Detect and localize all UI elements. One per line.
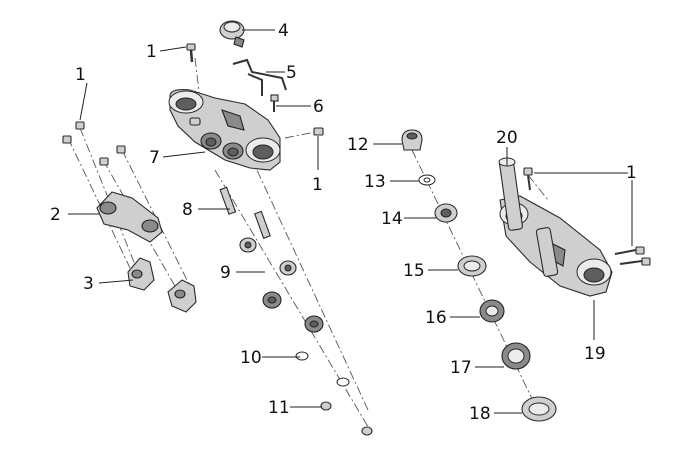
label-10: 10 [240, 348, 262, 368]
part-14-castle-nut [434, 203, 458, 223]
label-5: 5 [286, 63, 297, 83]
label-20: 20 [496, 128, 518, 148]
part-20-steering-stem [498, 157, 559, 277]
part-7-upper-triple-clamp [168, 89, 281, 171]
label-1-right: 1 [626, 163, 637, 183]
label-15: 15 [403, 261, 425, 281]
part-3-handlebar-clamp-lower [127, 257, 197, 313]
label-14: 14 [381, 209, 403, 229]
label-8: 8 [182, 200, 193, 220]
label-2: 2 [50, 205, 61, 225]
label-6: 6 [313, 97, 324, 117]
label-16: 16 [425, 308, 447, 328]
part-10-washers [295, 351, 350, 387]
label-17: 17 [450, 358, 472, 378]
part-2-handlebar-clamp-upper [96, 191, 163, 243]
part-12-top-nut [401, 129, 423, 151]
label-1-top: 1 [146, 42, 157, 62]
part-11-nuts [320, 401, 373, 436]
part-17-lower-bearing [501, 342, 531, 370]
part-15-dust-seal [457, 255, 487, 277]
part-9-bushings [239, 237, 324, 333]
leader-lines [68, 29, 633, 414]
part-8-studs [219, 186, 271, 239]
label-1-center: 1 [312, 175, 323, 195]
label-3: 3 [83, 274, 94, 294]
part-number-labels: 1 1 1 1 2 3 4 5 6 7 8 9 10 11 12 13 14 1… [50, 21, 637, 424]
label-7: 7 [149, 148, 160, 168]
assembly-axis-lines [67, 57, 549, 431]
label-1-left: 1 [75, 65, 86, 85]
label-11: 11 [268, 398, 290, 418]
part-1-bolts-left [62, 121, 126, 166]
part-13-washer [418, 174, 436, 186]
label-4: 4 [278, 21, 289, 41]
part-4-knob [219, 20, 245, 48]
label-19: 19 [584, 344, 606, 364]
part-1-bolts-right-clamp [523, 167, 651, 266]
label-13: 13 [364, 172, 386, 192]
label-9: 9 [220, 263, 231, 283]
part-1-bolt-right [313, 127, 324, 136]
part-5-bracket [232, 58, 287, 96]
part-1-bolt-top [186, 43, 196, 63]
label-18: 18 [469, 404, 491, 424]
part-6-screw [270, 94, 279, 112]
part-16-upper-bearing [479, 299, 505, 323]
part-18-bottom-seal [521, 396, 557, 422]
label-12: 12 [347, 135, 369, 155]
